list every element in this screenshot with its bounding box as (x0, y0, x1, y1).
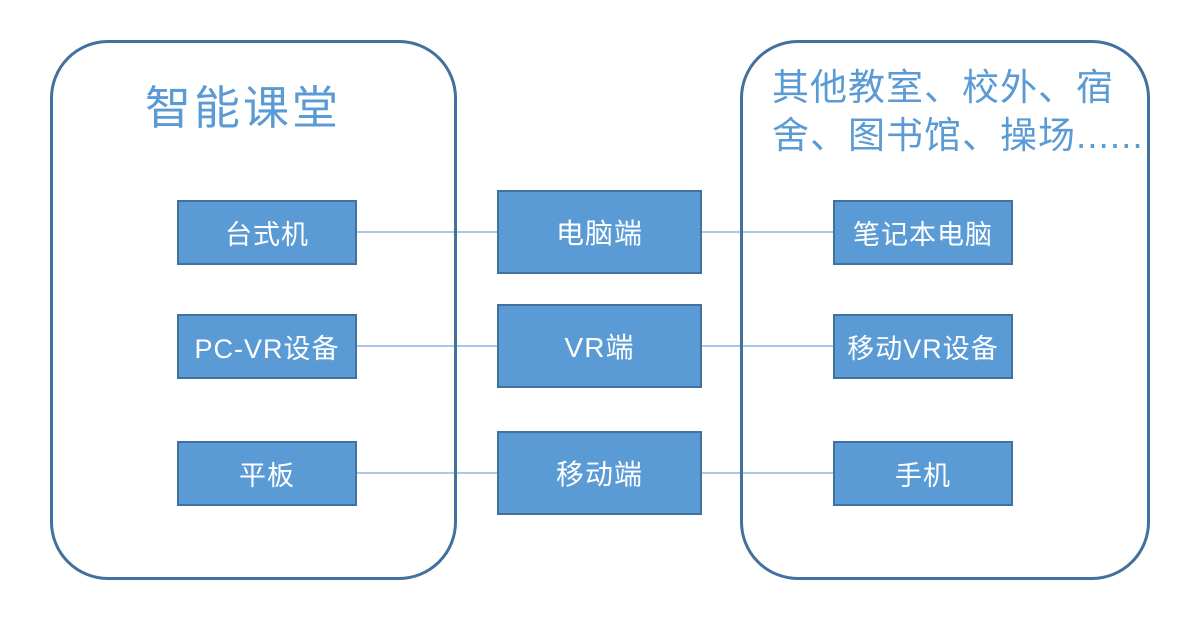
smart-classroom-title: 智能课堂 (145, 82, 341, 134)
node-vr-client: VR端 (497, 304, 702, 388)
node-mobile-vr-device: 移动VR设备 (833, 314, 1013, 379)
node-computer-client: 电脑端 (497, 190, 702, 274)
connector-line (701, 231, 834, 233)
connector-line (356, 472, 498, 474)
connector-line (701, 472, 834, 474)
other-locations-title-line1: 其他教室、校外、宿 (772, 67, 1114, 108)
smart-classroom-container (50, 40, 457, 580)
node-laptop: 笔记本电脑 (833, 200, 1013, 265)
other-locations-title-line2: 舍、图书馆、操场...... (772, 115, 1144, 156)
node-mobile-client: 移动端 (497, 431, 702, 515)
other-locations-container (740, 40, 1150, 580)
node-desktop-pc: 台式机 (177, 200, 357, 265)
connector-line (701, 345, 834, 347)
node-pc-vr-device: PC-VR设备 (177, 314, 357, 379)
connector-line (356, 231, 498, 233)
node-phone: 手机 (833, 441, 1013, 506)
connector-line (356, 345, 498, 347)
other-locations-title: 其他教室、校外、宿 舍、图书馆、操场...... (772, 64, 1144, 160)
node-tablet: 平板 (177, 441, 357, 506)
